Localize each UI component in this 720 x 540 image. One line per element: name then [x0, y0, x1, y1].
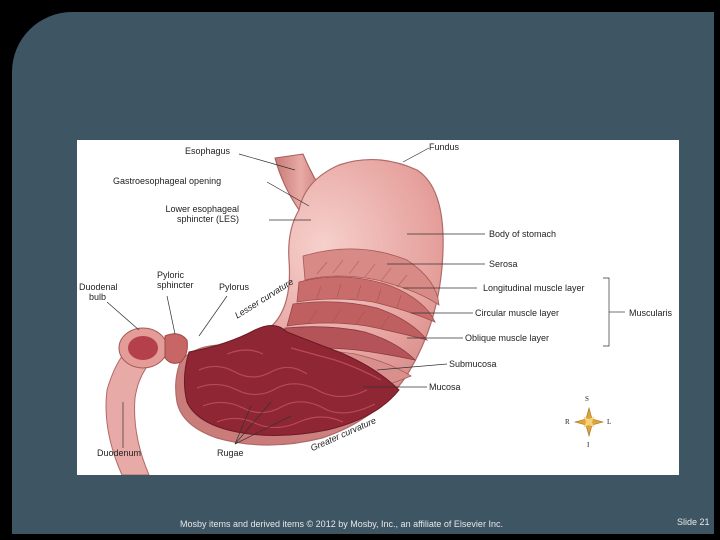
label-muscularis: Muscularis — [629, 308, 673, 318]
label-duodenum: Duodenum — [97, 448, 142, 458]
pyloric-sphincter-shape — [164, 333, 188, 364]
label-oblique-muscle-layer: Oblique muscle layer — [465, 333, 550, 343]
label-pylorus: Pylorus — [219, 282, 250, 292]
slide-number: Slide 21 — [677, 517, 710, 527]
label-les-line1: Lower esophageal — [165, 204, 239, 214]
label-les-line2: sphincter (LES) — [176, 214, 239, 224]
label-pyloric-sphincter-line1: Pyloric — [157, 270, 185, 280]
label-submucosa: Submucosa — [449, 359, 497, 369]
label-pyloric-sphincter: Pyloric sphincter — [157, 270, 194, 290]
label-rugae: Rugae — [217, 448, 244, 458]
label-lower-esophageal-sphincter: Lower esophageal sphincter (LES) — [155, 204, 239, 224]
longitudinal-layer — [296, 276, 436, 323]
mucosa-interior — [183, 325, 400, 437]
label-gastroesophageal-opening: Gastroesophageal opening — [113, 176, 222, 186]
compass-r-label: R — [565, 418, 570, 426]
label-circular-muscle-layer: Circular muscle layer — [475, 308, 560, 318]
rugae-folds — [196, 347, 382, 429]
compass-s-label: S — [585, 395, 589, 403]
label-pyloric-sphincter-line2: sphincter — [157, 280, 194, 290]
copyright-footer: Mosby items and derived items © 2012 by … — [180, 519, 503, 529]
compass-i-label: I — [587, 441, 590, 449]
label-duodenal-bulb-line1: Duodenal — [79, 282, 118, 292]
label-duodenal-bulb: Duodenal bulb — [79, 282, 118, 302]
label-longitudinal-muscle-layer: Longitudinal muscle layer — [483, 283, 585, 293]
duodenum-shape — [105, 339, 156, 475]
label-esophagus: Esophagus — [185, 146, 231, 156]
stomach-illustration — [105, 147, 625, 475]
label-body-of-stomach: Body of stomach — [489, 229, 557, 239]
stomach-anatomy-figure: Esophagus Gastroesophageal opening Lower… — [77, 140, 679, 475]
circular-layer — [286, 301, 429, 341]
compass-l-label: L — [607, 418, 612, 426]
label-serosa: Serosa — [489, 259, 518, 269]
label-duodenal-bulb-line2: bulb — [89, 292, 107, 302]
serosa-layer — [302, 248, 440, 306]
leader-lines — [106, 147, 625, 448]
label-mucosa: Mucosa — [429, 382, 461, 392]
label-fundus: Fundus — [429, 142, 460, 152]
compass-rose — [573, 406, 605, 438]
muscle-striations — [308, 259, 408, 329]
